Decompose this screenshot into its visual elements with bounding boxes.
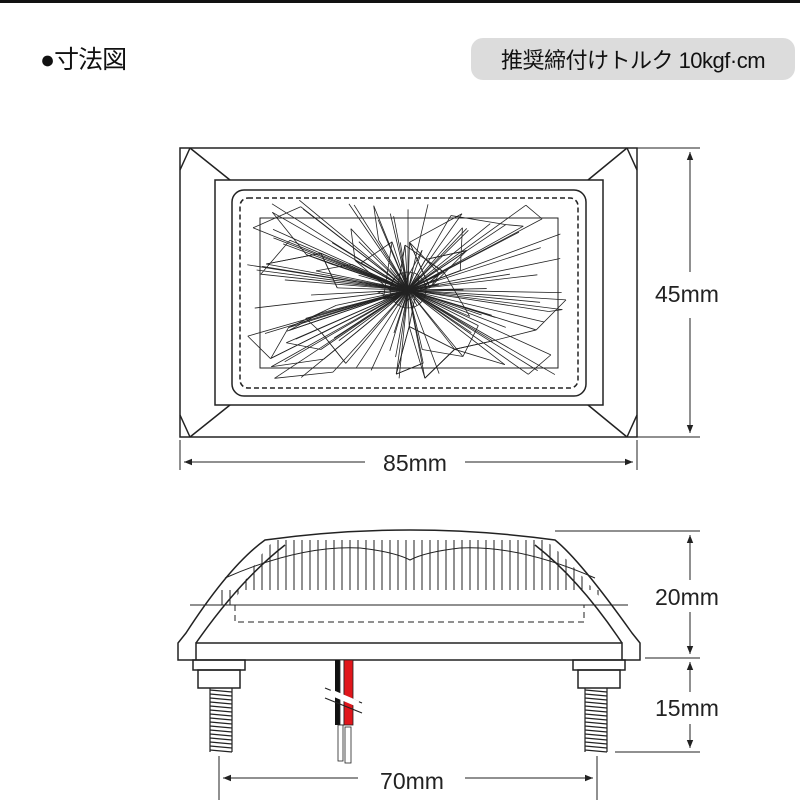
lens-prism-pattern — [247, 200, 567, 379]
body-outline — [177, 529, 641, 661]
outer-frame — [179, 147, 638, 438]
top-view — [179, 147, 638, 438]
right-nut — [577, 669, 621, 689]
inner-frame — [214, 179, 604, 406]
dim-width-label: 85mm — [383, 450, 447, 476]
dim-45-lines — [179, 147, 700, 470]
center-flower — [389, 271, 427, 309]
left-washer — [192, 659, 246, 671]
wires — [324, 659, 363, 764]
dim-body-height-label: 20mm — [655, 584, 719, 610]
side-view — [177, 529, 641, 753]
torque-badge: 推奨締付けトルク 10kgf·cm — [471, 38, 795, 80]
dim-bolt-pitch-label: 70mm — [380, 768, 444, 794]
left-nut — [197, 669, 241, 689]
dim-height-label: 45mm — [655, 281, 719, 307]
right-washer — [572, 659, 626, 671]
top-border — [0, 0, 800, 3]
page-title: ●寸法図 — [40, 46, 127, 74]
lens-outline — [231, 189, 587, 397]
dim-bolt-length-label: 15mm — [655, 695, 719, 721]
